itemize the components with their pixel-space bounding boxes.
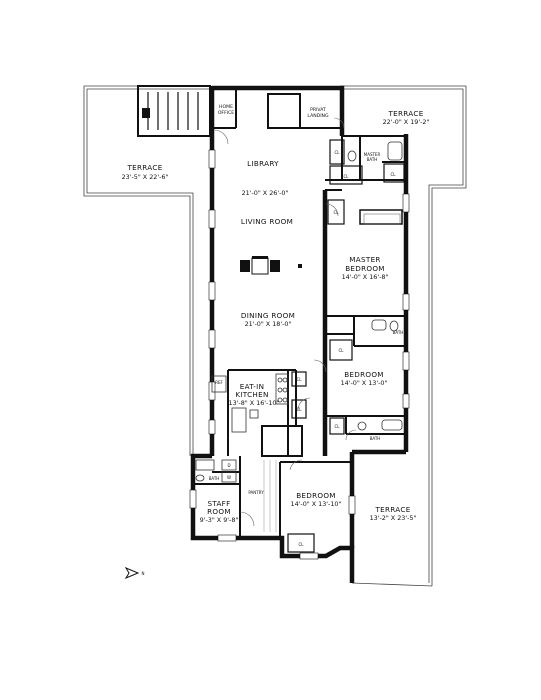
home-office-line2: OFFICE xyxy=(218,110,234,116)
master-wardrobe xyxy=(359,209,403,225)
pantry-shelves xyxy=(263,460,277,532)
closet-label: CL xyxy=(334,150,340,155)
master-bath-line1: MASTER xyxy=(364,152,381,157)
small-labels: CL CL CL CL CL CL CL CL CL BATH BATH BAT… xyxy=(209,150,404,547)
terrace-ne-dims: 22'-0" X 19'-2" xyxy=(383,118,430,126)
closet-label: CL xyxy=(296,377,302,382)
closet-label: CL xyxy=(334,424,340,429)
bedroom-3-name: BEDROOM xyxy=(296,491,336,500)
dining-room-dims: 21'-0" X 18'-0" xyxy=(245,320,292,328)
closet-label: CL xyxy=(296,407,302,412)
closet-label: CL xyxy=(343,174,349,179)
washer-label: W xyxy=(227,475,231,480)
bedroom-2-dims: 14'-0" X 13'-0" xyxy=(341,379,388,387)
master-wardrobe-shelf xyxy=(363,213,401,225)
master-bedroom-dims: 14'-0" X 16'-8" xyxy=(342,273,389,281)
bath-label: BATH xyxy=(209,476,220,481)
refrigerator-label: REF xyxy=(215,380,223,385)
bedroom-2-name: BEDROOM xyxy=(344,370,384,379)
dryer-label: D xyxy=(227,463,230,468)
library-name: LIBRARY xyxy=(247,159,279,168)
master-bedroom-line2: BEDROOM xyxy=(345,264,385,273)
kitchen-dims: 13'-8" X 16'-10" xyxy=(229,399,280,407)
stair xyxy=(137,85,211,137)
closet-label: CL xyxy=(298,542,304,547)
door-swings xyxy=(213,117,357,527)
pantry-label: PANTRY xyxy=(248,490,264,495)
living-room-seating xyxy=(240,256,302,275)
bath-label: BATH xyxy=(370,436,381,441)
compass: N xyxy=(124,566,145,580)
room-labels: TERRACE 23'-5" X 22'-6" TERRACE 22'-0" X… xyxy=(122,104,430,524)
terrace-west-dims: 23'-5" X 22'-6" xyxy=(122,173,169,181)
kitchen-line1: EAT-IN xyxy=(240,382,265,391)
kitchen-line2: KITCHEN xyxy=(235,390,268,399)
closet-label: CL xyxy=(333,210,339,215)
terrace-se-name: TERRACE xyxy=(374,505,410,514)
dining-room-name: DINING ROOM xyxy=(241,311,295,320)
terrace-outlines xyxy=(83,85,467,587)
north-arrow-icon xyxy=(124,566,140,580)
private-landing-line1: PRIVAT xyxy=(310,107,326,113)
master-bath-line2: BATH xyxy=(367,157,378,162)
home-office-line1: HOME xyxy=(219,104,233,110)
private-landing-line2: LANDING xyxy=(307,113,329,119)
staff-room-dims: 9'-3" X 9'-8" xyxy=(200,516,239,524)
terrace-se-dims: 13'-2" X 23'-5" xyxy=(370,514,417,522)
terrace-ne-name: TERRACE xyxy=(387,109,423,118)
master-bedroom-line1: MASTER xyxy=(349,255,380,264)
closets xyxy=(287,139,405,553)
bath-label: BATH xyxy=(393,330,404,335)
fixtures xyxy=(195,141,403,483)
terrace-west-name: TERRACE xyxy=(126,163,162,172)
living-room-name: LIVING ROOM xyxy=(241,217,293,226)
closet-label: CL xyxy=(390,172,396,177)
bedroom-3-dims: 14'-0" X 13'-10" xyxy=(291,500,342,508)
interior-walls xyxy=(193,88,407,538)
staff-room-line2: ROOM xyxy=(207,507,231,516)
library-dims: 21'-0" X 26'-0" xyxy=(242,189,289,197)
staff-room-line1: STAFF xyxy=(207,499,230,508)
closet-label: CL xyxy=(338,348,344,353)
compass-label: N xyxy=(142,571,145,576)
